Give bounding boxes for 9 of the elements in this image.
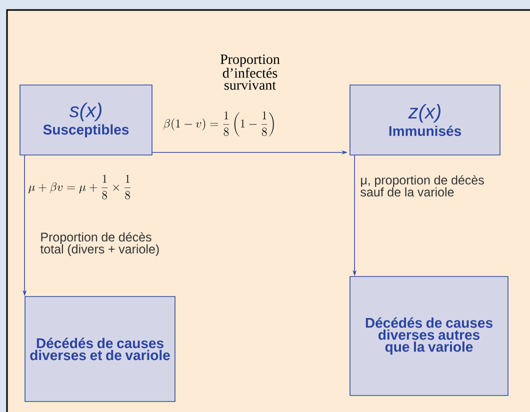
formula: $\mu+\beta v=\mu+\frac{1}{8}\times\frac{1}{8}$ (28, 174, 131, 200)
edge-label: Proportion de décès total (divers + variole) (40, 232, 159, 256)
formula: $\beta(1-v)=\frac{1}{8}\left(1-\frac{1}{8}\right)$ (164, 111, 274, 136)
state-box: Décédés de causes diverses autres que la variole (350, 276, 508, 396)
state-box: z(x) Immunisés (350, 84, 500, 156)
state-box: Décédés de causes diverses et de variole (24, 296, 176, 402)
state-box: s(x) Susceptibles (20, 84, 152, 156)
edge-label: Proportion d’infectés survivant (220, 54, 280, 90)
edge-label: μ, proportion de décès sauf de la variole (360, 175, 484, 197)
